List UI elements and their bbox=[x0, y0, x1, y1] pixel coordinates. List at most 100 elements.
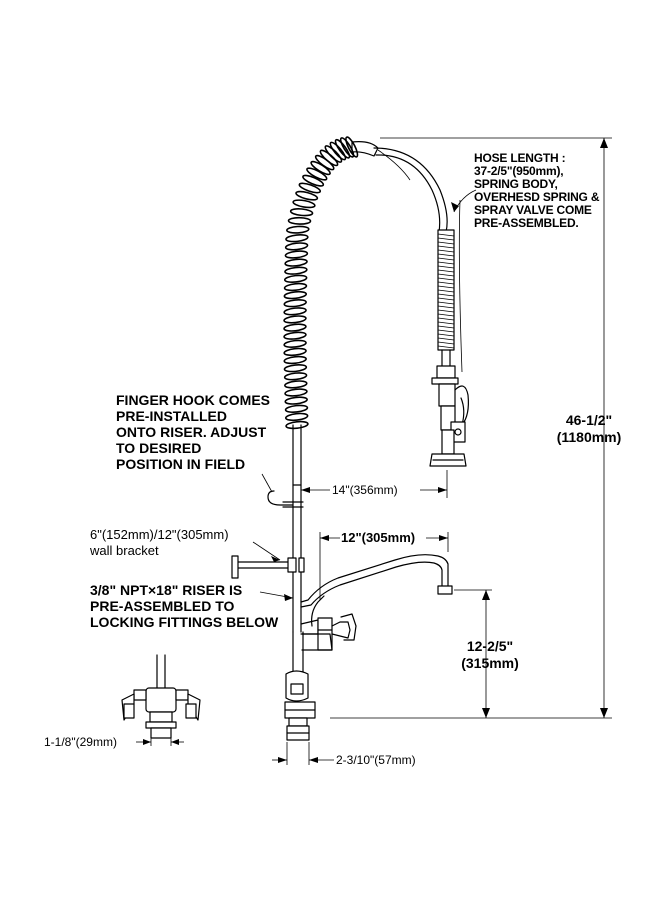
spring-coil-turn bbox=[295, 190, 319, 201]
sleeve-tick bbox=[437, 345, 455, 349]
spring-coil-turn bbox=[284, 412, 309, 422]
spring-coil-turn bbox=[334, 138, 351, 159]
arrow-inset-left bbox=[143, 739, 151, 745]
note-line: POSITION IN FIELD bbox=[116, 456, 246, 472]
dim-line: (315mm) bbox=[461, 655, 519, 671]
dim-line: (1180mm) bbox=[556, 429, 622, 445]
spring-coil-turn bbox=[285, 234, 309, 243]
arrow-total-bottom bbox=[600, 708, 608, 718]
sleeve-tick bbox=[437, 309, 455, 313]
finger-hook bbox=[267, 490, 304, 508]
spring-coil-turn bbox=[283, 323, 307, 332]
note-line: LOCKING FITTINGS BELOW bbox=[90, 614, 279, 630]
note-line: FINGER HOOK COMES bbox=[116, 392, 271, 408]
total-height-label: 46-1/2" (1180mm) bbox=[534, 412, 644, 446]
arrow-riser-note bbox=[284, 594, 293, 601]
note-line: PRE-INSTALLED bbox=[116, 408, 227, 424]
sleeve-tick bbox=[437, 317, 455, 321]
base-assembly bbox=[284, 631, 316, 741]
sleeve-tick bbox=[437, 337, 455, 341]
sleeve-tick bbox=[437, 305, 455, 309]
note-line: 37-2/5"(950mm), bbox=[474, 164, 564, 178]
dim-line: 12-2/5" bbox=[466, 638, 514, 654]
sleeve-tick bbox=[437, 253, 455, 257]
note-line: 3/8" NPT×18" RISER IS bbox=[90, 582, 243, 598]
hose bbox=[373, 147, 448, 233]
arrow-bracket-note bbox=[271, 556, 280, 562]
dim-faucet-height bbox=[454, 589, 492, 718]
spring-coil-turn bbox=[284, 404, 309, 413]
sleeve-tick bbox=[437, 281, 455, 285]
wall-bracket bbox=[231, 555, 305, 579]
leader-lines bbox=[252, 149, 477, 599]
inset-valve-detail bbox=[121, 654, 201, 739]
note-line: TO DESIRED bbox=[116, 440, 202, 456]
sleeve-tick bbox=[437, 313, 455, 317]
spring-coil-turn bbox=[284, 258, 308, 267]
sleeve-tick bbox=[437, 297, 455, 301]
spring-coil-turn bbox=[302, 174, 325, 187]
note-line: SPRING BODY, bbox=[474, 177, 558, 191]
sleeve-tick bbox=[437, 269, 455, 273]
spring-coil-turn bbox=[287, 216, 312, 225]
note-line: 6"(152mm)/12"(305mm) bbox=[90, 527, 229, 542]
spring-coil-turn bbox=[283, 282, 308, 292]
sleeve-tick bbox=[437, 233, 455, 237]
spring-coil-turn bbox=[283, 372, 308, 381]
sleeve-tick bbox=[437, 293, 455, 297]
spring-coil-turn bbox=[345, 136, 359, 158]
sleeve-tick bbox=[437, 321, 455, 325]
riser-note: 3/8" NPT×18" RISER IS PRE-ASSEMBLED TO L… bbox=[90, 582, 278, 630]
spring-coil-turn bbox=[283, 274, 308, 283]
hose-length-note: HOSE LENGTH : 37-2/5"(950mm), SPRING BOD… bbox=[474, 152, 599, 230]
spring-coil-turn bbox=[283, 331, 307, 340]
spring-coil bbox=[283, 136, 359, 430]
spring-coil-turn bbox=[284, 250, 309, 259]
spray-hose-sleeve bbox=[437, 229, 455, 367]
faucet-height-label: 12-2/5" (315mm) bbox=[442, 638, 538, 672]
sleeve-tick bbox=[437, 285, 455, 289]
sleeve-tick bbox=[437, 265, 455, 269]
note-line: PRE-ASSEMBLED TO bbox=[90, 598, 235, 614]
sleeve-tick bbox=[437, 273, 455, 277]
arrow-base-right bbox=[309, 757, 318, 763]
sleeve-tick bbox=[437, 329, 455, 333]
sleeve-tick bbox=[437, 333, 455, 337]
inset-size-label: 1-1/8"(29mm) bbox=[44, 735, 117, 749]
spring-coil-turn bbox=[329, 141, 347, 161]
sleeve-tick bbox=[437, 341, 455, 345]
spring-coil-turn bbox=[285, 420, 309, 430]
sleeve-tick bbox=[437, 257, 455, 261]
spring-coil-turn bbox=[339, 137, 355, 158]
spring-coil-turn bbox=[286, 225, 310, 234]
sleeve-tick bbox=[437, 261, 455, 265]
spring-coil-turn bbox=[283, 315, 307, 324]
riser bbox=[292, 424, 302, 633]
arrow-faucet-top bbox=[482, 590, 490, 600]
sleeve-tick bbox=[437, 249, 455, 253]
sleeve-tick bbox=[437, 301, 455, 305]
base-size-label: 2-3/10"(57mm) bbox=[336, 753, 416, 767]
note-line: SPRAY VALVE COME bbox=[474, 203, 592, 217]
arrow-faucet-bottom bbox=[482, 708, 490, 718]
finger-hook-note: FINGER HOOK COMES PRE-INSTALLED ONTO RIS… bbox=[116, 392, 270, 472]
arrow-hose-note bbox=[451, 202, 459, 212]
sleeve-tick bbox=[437, 289, 455, 293]
add-on-faucet bbox=[300, 554, 453, 651]
note-line: OVERHESD SPRING & bbox=[474, 190, 600, 204]
note-line: PRE-ASSEMBLED. bbox=[474, 216, 579, 230]
dim-line: 46-1/2" bbox=[565, 412, 613, 428]
spring-coil-turn bbox=[284, 396, 308, 405]
arrow-total-top bbox=[600, 138, 608, 148]
spray-reach-label: 14"(356mm) bbox=[332, 483, 398, 497]
note-line: wall bracket bbox=[90, 543, 159, 558]
sleeve-tick bbox=[437, 325, 455, 329]
spring-coil-turn bbox=[284, 388, 308, 397]
spring-coil-turn bbox=[283, 290, 308, 300]
spring-coil-turn bbox=[289, 208, 314, 217]
spring-coil-turn bbox=[284, 380, 308, 389]
wall-bracket-note: 6"(152mm)/12"(305mm) wall bracket bbox=[90, 527, 229, 559]
sleeve-tick bbox=[437, 241, 455, 245]
